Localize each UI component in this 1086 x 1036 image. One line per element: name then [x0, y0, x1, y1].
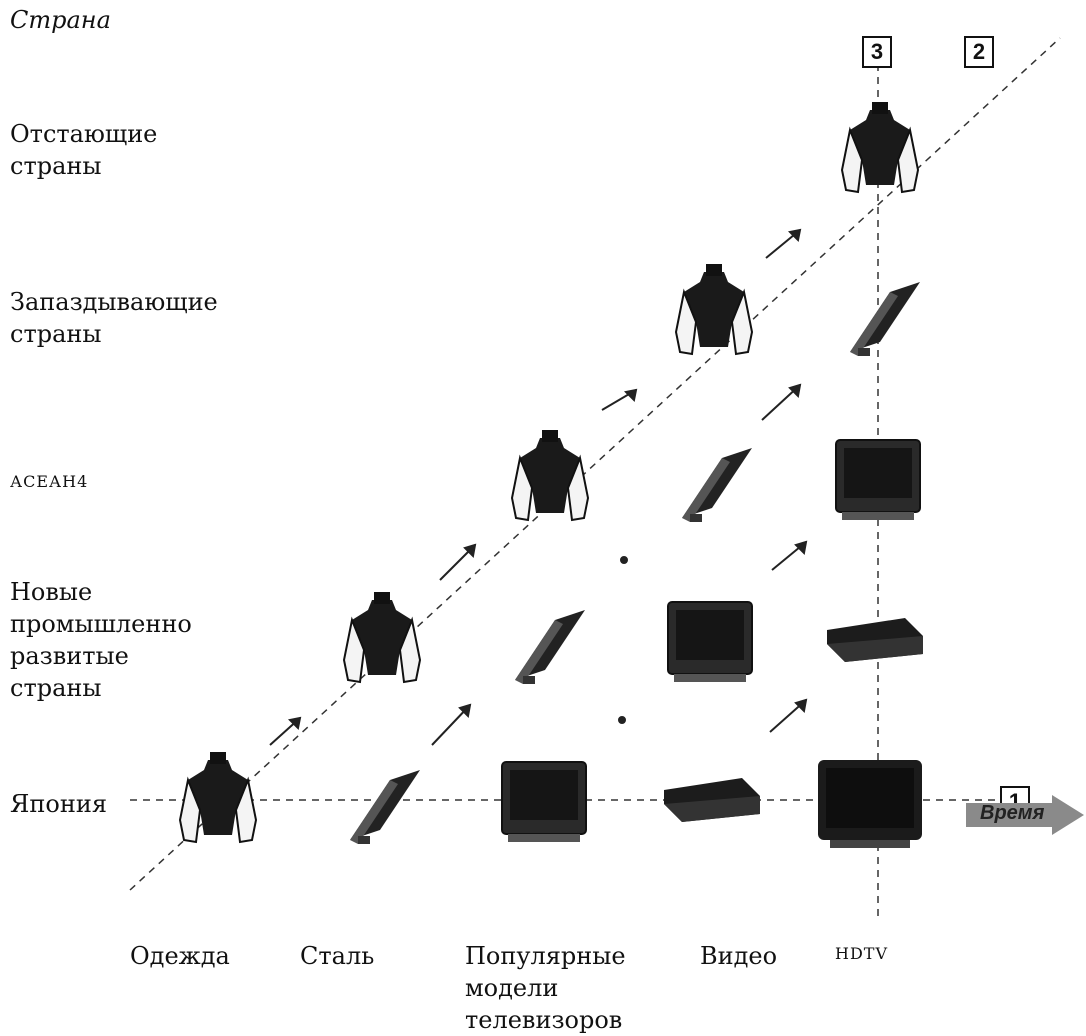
tv-icon-asean	[835, 439, 921, 521]
row-label-late: Запаздывающие страны	[10, 288, 218, 348]
hdtv-icon-japan	[818, 760, 922, 848]
time-label: Время	[980, 802, 1045, 824]
diagonal-line-2	[129, 37, 1061, 891]
col-label-steel: Сталь	[300, 942, 375, 970]
tv-icon-japan	[501, 761, 587, 843]
row-label-lagging: Отстающие страны	[10, 120, 158, 180]
marker-3: 3	[862, 36, 892, 68]
marker-2: 2	[964, 36, 994, 68]
axis-title: Страна	[10, 6, 111, 34]
steel-beam-icon-japan	[350, 770, 420, 844]
clothing-icon-lagging	[841, 101, 919, 193]
steel-beam-icon-nic	[515, 610, 585, 684]
row-label-nic: Новые промышленно развитые страны	[10, 578, 192, 702]
col-label-clothing: Одежда	[130, 942, 230, 970]
col-label-tv: Популярные модели телевизоров	[465, 942, 626, 1034]
steel-beam-icon-asean	[682, 448, 752, 522]
clothing-icon-late	[675, 263, 753, 355]
clothing-icon-nic	[343, 591, 421, 683]
vcr-icon-japan	[664, 778, 760, 822]
vcr-icon-nic	[827, 618, 923, 662]
diffusion-arrows	[269, 228, 808, 746]
col-label-video: Видео	[700, 942, 778, 970]
row-label-asean: АСЕАН4	[10, 472, 89, 491]
tv-icon-nic	[667, 601, 753, 683]
col-label-hdtv: HDTV	[835, 944, 889, 963]
steel-beam-icon-late	[850, 282, 920, 356]
row-label-japan: Япония	[10, 790, 107, 818]
time-arrow-icon	[966, 795, 1084, 835]
clothing-icon-asean	[511, 429, 589, 521]
clothing-icon-japan	[179, 751, 257, 843]
